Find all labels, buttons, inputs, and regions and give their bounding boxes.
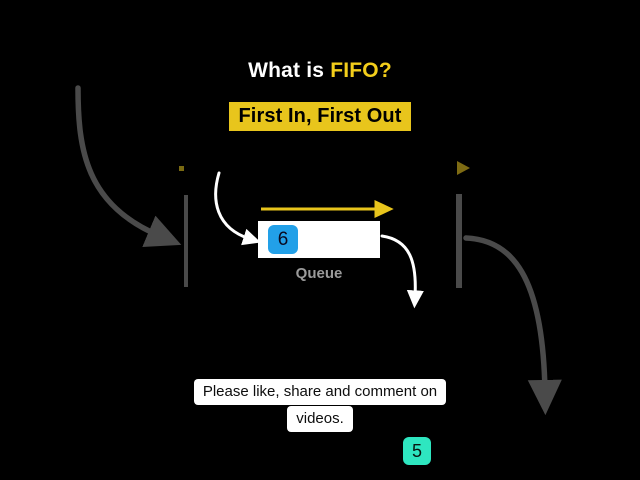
page-title: What is FIFO?	[0, 58, 640, 84]
fifo-expansion-banner: First In, First Out	[229, 102, 411, 131]
banner-container: First In, First Out	[0, 102, 640, 131]
queue-label: Queue	[295, 265, 343, 282]
queue-item-0: 6	[268, 225, 298, 254]
left-divider-bar	[184, 195, 188, 287]
enqueue-arrow	[214, 171, 261, 246]
title-highlight: FIFO?	[330, 59, 392, 82]
right-divider-bar	[456, 194, 462, 288]
caption-line-1: Please like, share and comment on	[193, 379, 447, 405]
caption-container: Please like, share and comment on videos…	[0, 379, 640, 432]
counter-badge: 5	[403, 437, 431, 465]
queue-container: 6	[258, 221, 380, 258]
olive-square-marker-icon	[179, 166, 184, 171]
play-triangle-icon	[457, 161, 470, 175]
outgoing-flow-arrow	[463, 235, 562, 416]
dequeue-arrow	[380, 234, 424, 309]
caption-line-2: videos.	[287, 406, 353, 432]
title-prefix: What is	[248, 59, 331, 82]
